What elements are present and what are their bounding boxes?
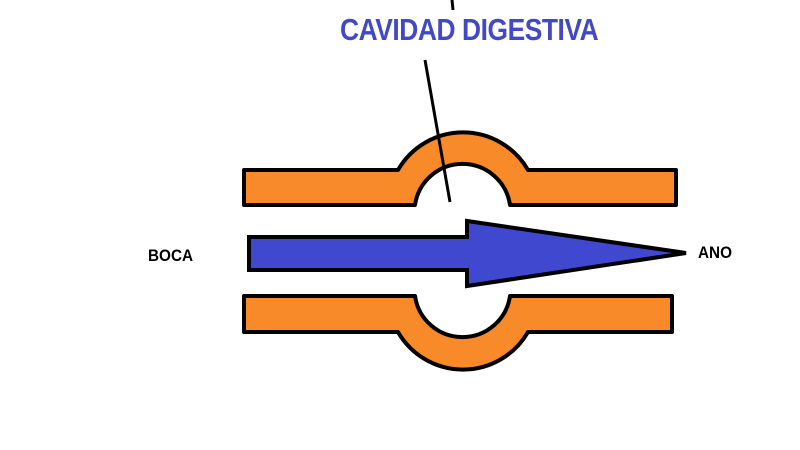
mouth-label: BOCA [148,246,194,265]
lower-tube-wall [242,294,674,372]
cavity-title: CAVIDAD DIGESTIVA [340,12,599,47]
pointer-line [423,59,452,203]
flow-arrow [247,218,687,289]
pointer-line-top [450,0,455,11]
anus-label: ANO [698,243,733,262]
upper-tube-wall [242,130,678,207]
